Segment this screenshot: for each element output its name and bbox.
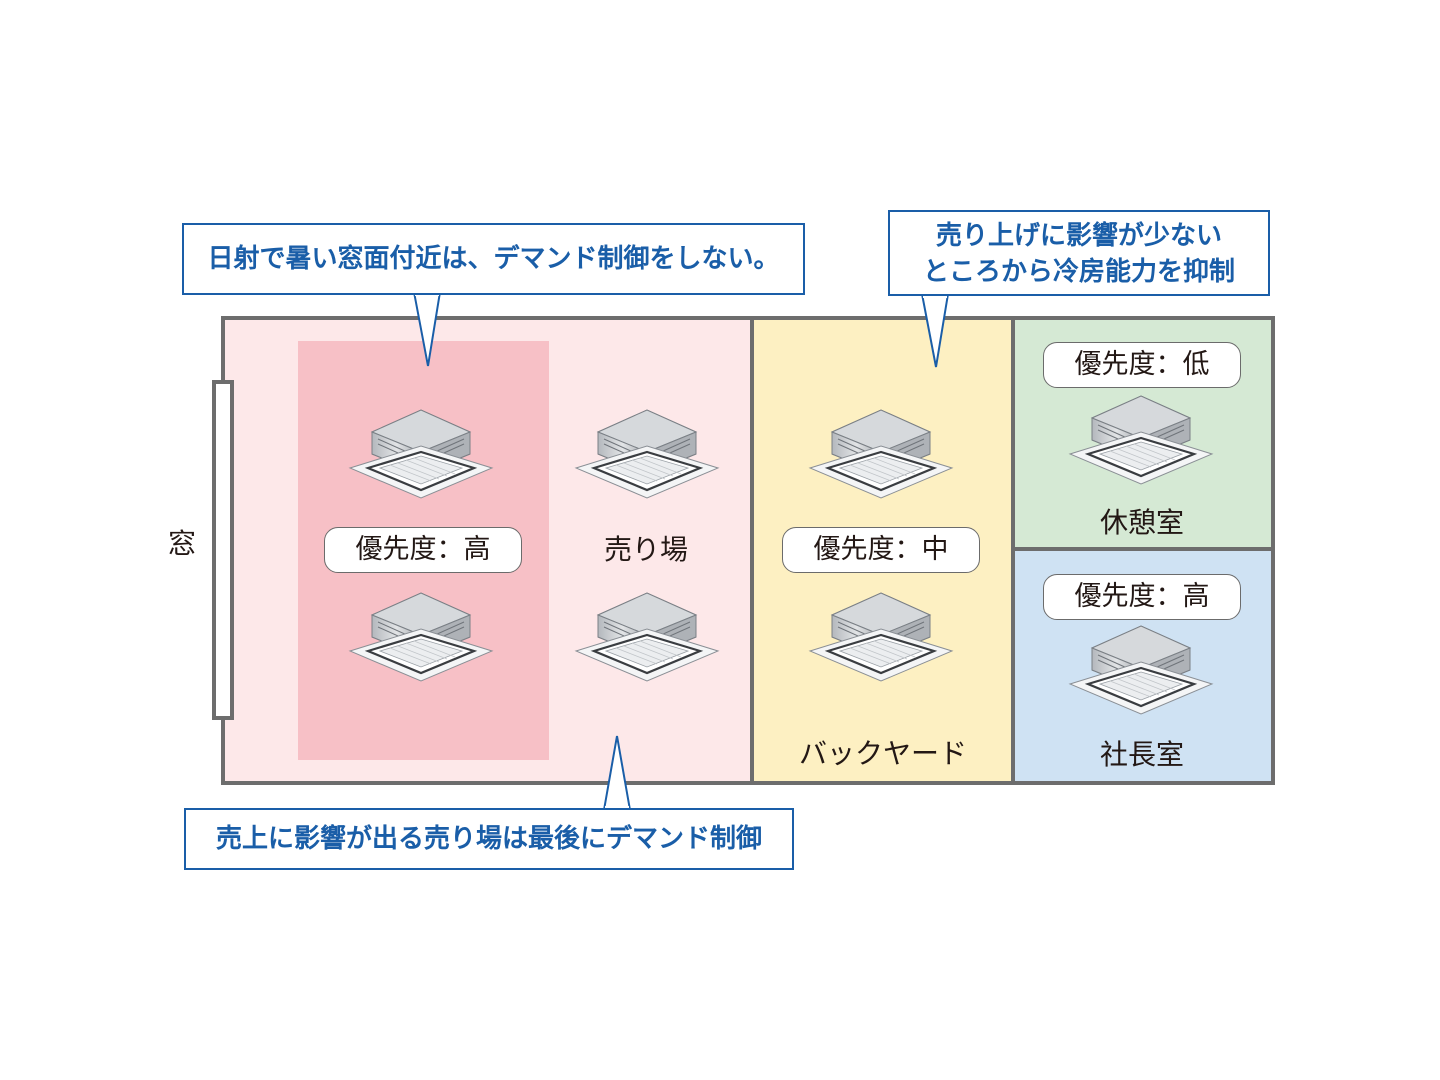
- president-office-label: 社長室: [1099, 738, 1184, 771]
- callout-sales-floor-last: 売上に影響が出る売り場は最後にデマンド制御: [184, 808, 794, 870]
- callout-window-no-demand-control: 日射で暑い窓面付近は、デマンド制御をしない。: [182, 223, 805, 295]
- window-area-priority-badge: 優先度：高: [324, 527, 522, 573]
- ceiling-cassette-ac-icon: [1066, 618, 1216, 718]
- callout-sales-floor-text: 売上に影響が出る売り場は最後にデマンド制御: [215, 824, 762, 854]
- sales-floor-label: 売り場: [603, 533, 688, 566]
- ceiling-cassette-ac-icon: [572, 585, 722, 685]
- ceiling-cassette-ac-icon: [346, 585, 496, 685]
- callout-backyard-reduce-cooling: 売り上げに影響が少ない ところから冷房能力を抑制: [888, 210, 1270, 296]
- window-bar: [212, 380, 234, 720]
- ceiling-cassette-ac-icon: [806, 585, 956, 685]
- wall-break-president: [1013, 547, 1275, 551]
- president-office-priority-badge: 優先度：高: [1043, 574, 1241, 620]
- ceiling-cassette-ac-icon: [572, 402, 722, 502]
- callout-backyard-line-1: 売り上げに影響が少ない: [935, 221, 1222, 251]
- wall-sales-backyard: [750, 316, 754, 785]
- callout-backyard-line-2: ところから冷房能力を抑制: [922, 257, 1235, 287]
- backyard-label: バックヤード: [798, 737, 967, 770]
- window-label: 窓: [167, 527, 196, 560]
- callout-window-text: 日射で暑い窓面付近は、デマンド制御をしない。: [207, 244, 780, 274]
- ceiling-cassette-ac-icon: [806, 402, 956, 502]
- break-room-label: 休憩室: [1099, 506, 1184, 539]
- backyard-priority-badge: 優先度：中: [782, 527, 980, 573]
- ceiling-cassette-ac-icon: [1066, 388, 1216, 488]
- break-room-priority-badge: 優先度：低: [1043, 342, 1241, 388]
- ceiling-cassette-ac-icon: [346, 402, 496, 502]
